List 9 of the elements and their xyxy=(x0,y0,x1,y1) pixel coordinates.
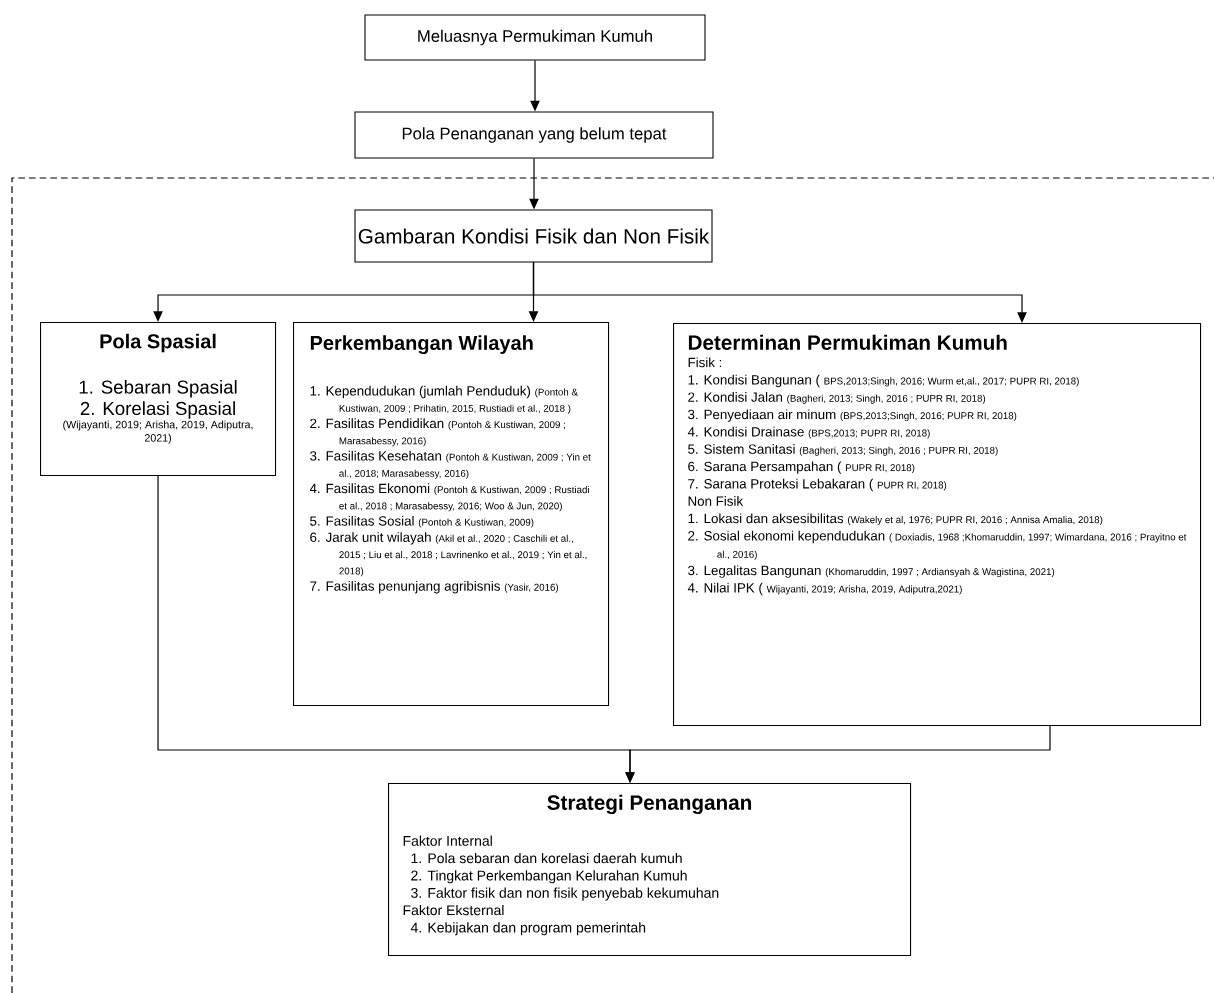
text-box: Perkembangan Wilayah 1. Kependudukan (jumlah Penduduk) (Pontoh & Kustiwan, 2009 ; Prihatin, 2015, Rustiadi et al., 2018 ) 2. Fasilitas Pendidikan (Pontoh & Kustiwan, 2009 ; Marasabessy, 2016) 3. Fasilitas Kesehatan (Pontoh & Kustiwan, 2009 ; Yin et al., 2018; Marasabessy, 2016) 4. Fasilitas Ekonomi (Pontoh & Kustiwan, 2009 ; Rustiadi et al., 2018 ; Marasabessy, 2016; Woo & Jun, 2020) 5. Fasilitas Sosial (Pontoh & Kustiwan, 2009) 6. Jarak unit wilayah (Akil et al., 2020 ; Caschili et al., 2015 ; Liu et al., 2018 ; Lavrinenko et al., 2019 ; Yin et al., 2018) 7. Fasilitas penunjang agribisnis (Yasir, 2016) xyxy=(293,322,610,707)
arrow xyxy=(532,261,1027,323)
text-box: Determinan Permukiman Kumuh Fisik : 1. Kondisi Bangunan ( BPS,2013;Singh, 2016; Wurm et,al., 2017; PUPR RI, 2018) 2. Kondisi Jalan (Bagheri, 2013; Singh, 2016 ; PUPR RI, 2018) 3. Penyediaan air minum (BPS,2013;Singh, 2016; PUPR RI, 2018) 4. Kondisi Drainase (BPS,2013; PUPR RI, 2018) 5. Sistem Sanitasi (Bagheri, 2013; Singh, 2016 ; PUPR RI, 2018) 6. Sarana Persampahan ( PUPR RI, 2018) 7. Sarana Proteksi Lebakaran ( PUPR RI, 2018) Non Fisik 1. Lokasi dan aksesibilitas (Wakely et al, 1976; PUPR RI, 2016 ; Annisa Amalia, 2018) 2. Sosial ekonomi kependudukan ( Doxiadis, 1968 ;Khomaruddin, 1997; Wimardana, 2016 ; Prayitno et al., 2016) 3. Legalitas Bangunan (Khomaruddin, 1997 ; Ardiansyah & Wagistina, 2021) 4. Nilai IPK ( Wijayanti, 2019; Arisha, 2019, Adiputra,2021) xyxy=(673,323,1202,727)
text-box: Strategi Penanganan Faktor Internal 1. Pola sebaran dan korelasi daerah kumuh 2. Tingkat Perkembangan Kelurahan Kumuh 3. Faktor fisik dan non fisik penyebab kekumuhan Faktor Eksternal 4. Kebijakan dan program pemerintah xyxy=(388,783,912,957)
text-box: Gambaran Kondisi Fisik dan Non Fisik xyxy=(354,209,713,263)
text-box: Pola Spasial 1. Sebaran Spasial 2. Korelasi Spasial (Wijayanti, 2019; Arisha, 2019, Adiputra, 2021) xyxy=(40,322,277,477)
arrow xyxy=(625,725,1051,783)
text-box: Pola Penanganan yang belum tepat xyxy=(354,111,714,159)
text-box: Meluasnya Permukiman Kumuh xyxy=(364,14,706,61)
